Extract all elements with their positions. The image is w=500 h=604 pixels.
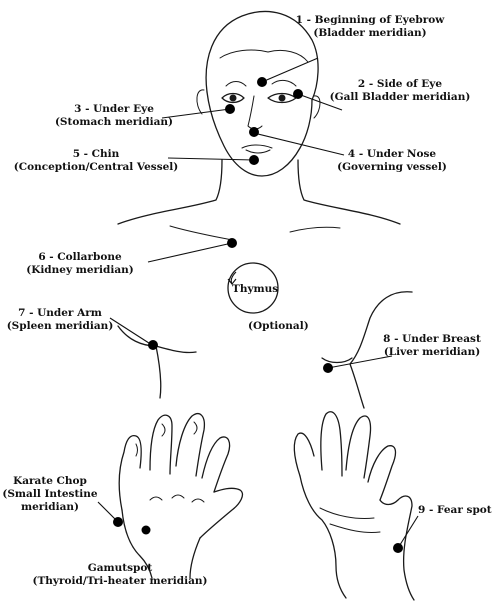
point-9-title: 9 - Fear spot	[418, 504, 492, 516]
gamut-meridian: (Thyroid/Tri-heater meridian)	[32, 575, 208, 587]
point-9-label: 9 - Fear spot	[418, 504, 492, 517]
point-8-meridian: (Liver meridian)	[383, 346, 481, 358]
karate-chop-meridian-2: meridian)	[20, 501, 80, 513]
point-5-dot	[249, 155, 259, 165]
right-hand-outline	[293, 411, 415, 601]
point-7-title: 7 - Under Arm	[18, 307, 102, 319]
point-4-label: 4 - Under Nose (Governing vessel)	[337, 148, 447, 174]
torso-outline	[117, 159, 413, 409]
point-5-title: 5 - Chin	[72, 148, 120, 160]
point-2-title: 2 - Side of Eye	[357, 78, 443, 90]
point-6-dot	[227, 238, 237, 248]
point-4-meridian: (Governing vessel)	[337, 161, 447, 173]
point-1-meridian: (Bladder meridian)	[313, 27, 427, 39]
point-2-label: 2 - Side of Eye (Gall Bladder meridian)	[330, 78, 471, 104]
point-1-label: 1 - Beginning of Eyebrow (Bladder meridi…	[296, 14, 445, 40]
point-6-meridian: (Kidney meridian)	[26, 264, 134, 276]
point-3-label: 3 - Under Eye (Stomach meridian)	[55, 103, 173, 129]
point-4-dot	[249, 127, 259, 137]
karate-chop-dot	[113, 517, 123, 527]
point-3-title: 3 - Under Eye	[74, 103, 154, 115]
point-4-title: 4 - Under Nose	[347, 148, 437, 160]
thymus-label: Thymus	[232, 283, 279, 295]
point-6-label: 6 - Collarbone (Kidney meridian)	[26, 251, 134, 277]
karate-chop-meridian-1: (Small Intestine	[2, 488, 98, 500]
point-5-label: 5 - Chin (Conception/Central Vessel)	[14, 148, 179, 174]
point-6-title: 6 - Collarbone	[38, 251, 122, 263]
point-7-label: 7 - Under Arm (Spleen meridian)	[7, 307, 114, 333]
thymus-note: (Optional)	[248, 320, 309, 332]
left-hand-outline	[118, 413, 244, 579]
point-8-label: 8 - Under Breast (Liver meridian)	[383, 333, 481, 359]
point-1-title: 1 - Beginning of Eyebrow	[295, 14, 445, 26]
leader-lines	[97, 57, 419, 549]
head-outline	[196, 10, 321, 177]
point-7-dot	[148, 340, 158, 350]
point-9-dot	[393, 543, 403, 553]
gamut-title: Gamutspot	[87, 562, 153, 574]
point-2-meridian: (Gall Bladder meridian)	[329, 91, 471, 103]
gamut-dot	[141, 525, 151, 535]
tapping-dots	[113, 77, 403, 553]
gamut-label: Gamutspot (Thyroid/Tri-heater meridian)	[32, 562, 207, 588]
karate-chop-label: Karate Chop (Small Intestine meridian)	[2, 475, 97, 514]
point-3-meridian: (Stomach meridian)	[54, 116, 174, 128]
karate-chop-title: Karate Chop	[13, 475, 87, 487]
point-5-meridian: (Conception/Central Vessel)	[13, 161, 179, 173]
point-2-dot	[293, 89, 303, 99]
point-8-dot	[323, 363, 333, 373]
point-3-dot	[225, 104, 235, 114]
point-7-meridian: (Spleen meridian)	[6, 320, 114, 332]
point-8-title: 8 - Under Breast	[383, 333, 481, 345]
point-1-dot	[257, 77, 267, 87]
thymus-circle	[227, 262, 279, 314]
